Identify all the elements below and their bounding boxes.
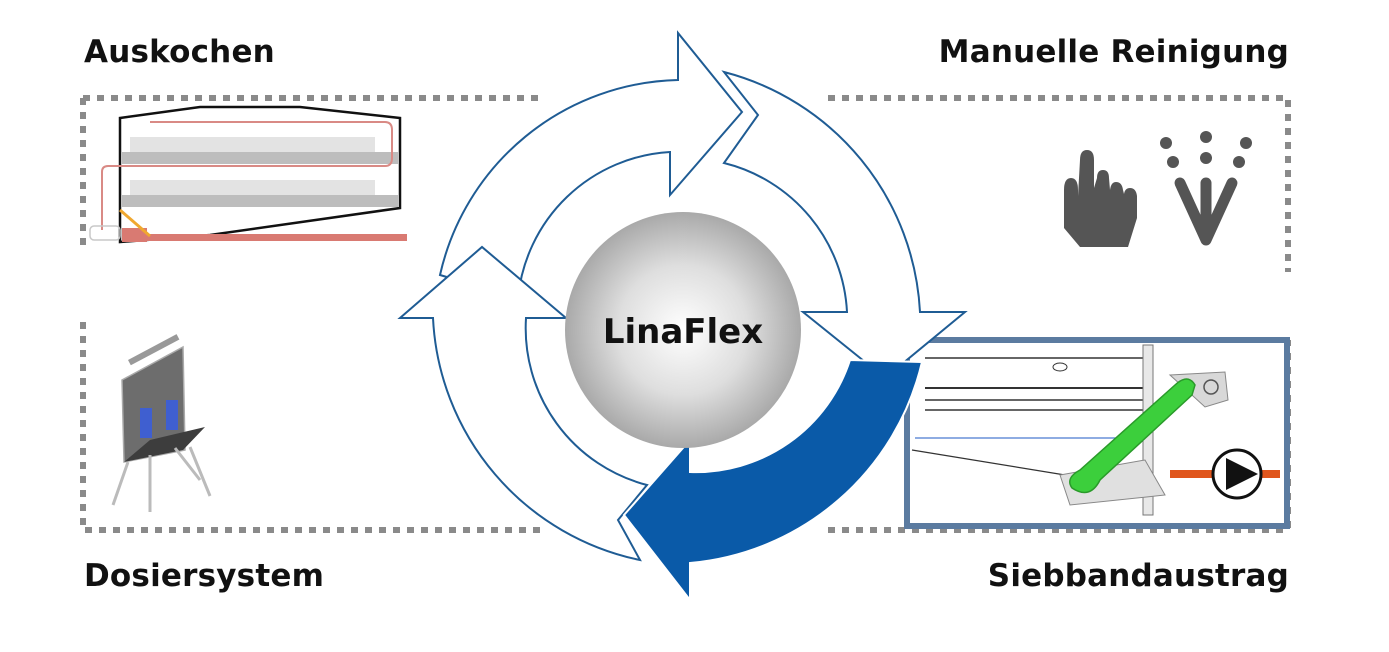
dosing-station-illustration — [111, 334, 212, 512]
cycle-arrow-top — [438, 30, 744, 300]
label-auskochen: Auskochen — [84, 34, 275, 70]
frame-top-left — [80, 95, 545, 245]
spray-icon — [1160, 131, 1252, 246]
screen-belt-discharge-illustration — [904, 337, 1290, 529]
dotted-frames — [80, 95, 1291, 533]
center-label: LinaFlex — [603, 312, 763, 352]
center-sphere — [565, 212, 801, 448]
boil-out-tank-illustration — [89, 105, 407, 244]
cycle-arrow-right — [721, 70, 968, 380]
cycle-arrows — [397, 30, 968, 603]
cycle-arrow-left — [397, 245, 649, 562]
label-siebbandaustrag: Siebbandaustrag — [987, 558, 1289, 594]
frame-top-right — [828, 95, 1291, 272]
label-dosiersystem: Dosiersystem — [84, 558, 325, 594]
cycle-arrow-bottom-highlighted — [622, 358, 924, 603]
hand-icon — [1064, 150, 1137, 247]
label-manuelle-reinigung: Manuelle Reinigung — [938, 34, 1289, 70]
